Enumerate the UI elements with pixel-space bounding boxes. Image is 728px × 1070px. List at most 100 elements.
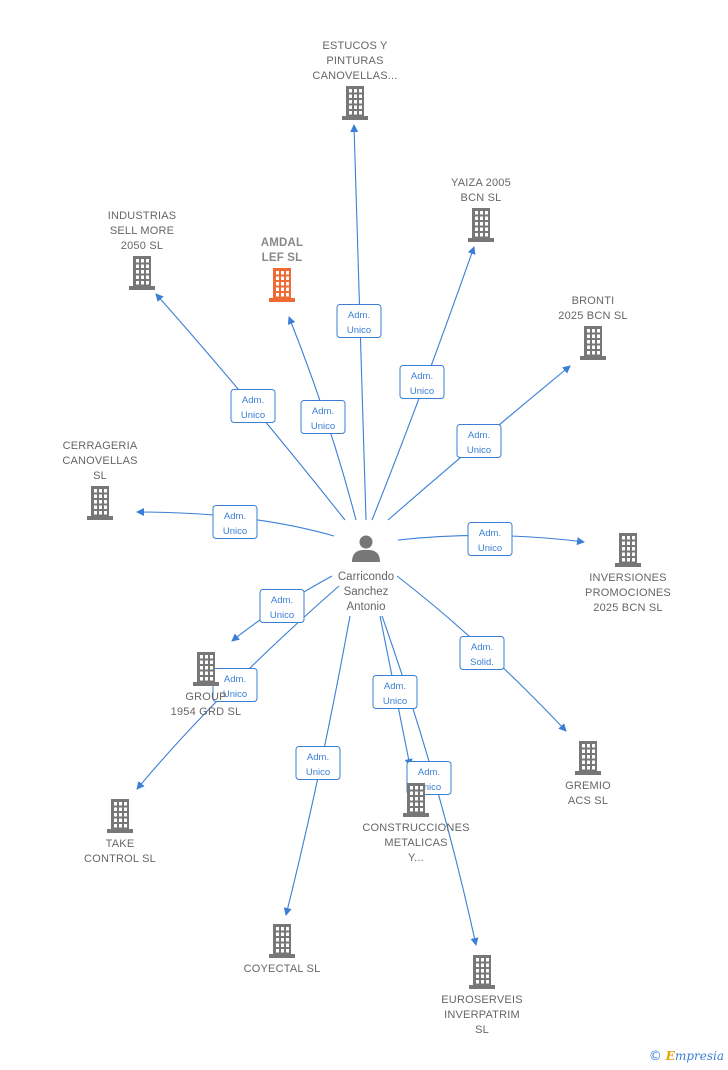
- building-icon: [469, 955, 495, 989]
- badge-text: Adm.: [348, 310, 370, 321]
- company-label: CANOVELLAS...: [312, 70, 397, 82]
- company-node-construcciones[interactable]: CONSTRUCCIONES METALICAS Y...: [362, 783, 469, 864]
- company-label: GREMIO: [565, 780, 611, 792]
- person-icon: [352, 535, 380, 562]
- company-label: 2025 BCN SL: [593, 602, 662, 614]
- company-label: CONSTRUCCIONES: [362, 822, 469, 834]
- building-icon: [129, 256, 155, 290]
- role-badge-group[interactable]: Adm. Unico: [259, 589, 305, 623]
- badge-text: Unico: [241, 410, 265, 421]
- role-badge-amdal[interactable]: Adm. Unico: [300, 400, 346, 434]
- badge-text: Adm.: [471, 642, 493, 653]
- badge-text: Unico: [347, 325, 371, 336]
- company-label: METALICAS: [384, 837, 447, 849]
- badge-text: Unico: [417, 782, 441, 793]
- badge-box: [467, 522, 513, 556]
- copyright-symbol: ©: [648, 1049, 662, 1064]
- company-label: TAKE: [106, 838, 135, 850]
- role-badge-yaiza[interactable]: Adm. Unico: [399, 365, 445, 399]
- company-label: CERRAGERIA: [63, 440, 138, 452]
- badge-text: Unico: [311, 421, 335, 432]
- role-badge-construcciones[interactable]: Adm.Unico: [372, 675, 418, 709]
- empresia-logo: ©Empresia: [649, 1049, 724, 1064]
- edges-layer: [136, 124, 585, 946]
- badge-text: Adm.: [468, 430, 490, 441]
- role-badge-coyectal[interactable]: Adm. Unico: [295, 746, 341, 780]
- badge-text: Unico: [410, 386, 434, 397]
- building-icon: [580, 326, 606, 360]
- role-badge-estucos[interactable]: Adm. Unico: [336, 304, 382, 338]
- company-label: COYECTAL SL: [244, 963, 321, 975]
- role-badge-gremio[interactable]: Adm. Solid.: [459, 636, 505, 670]
- badge-text: Unico: [306, 767, 330, 778]
- badge-box: [212, 505, 258, 539]
- company-node-coyectal[interactable]: COYECTAL SL: [244, 924, 321, 975]
- person-label: Sanchez: [344, 586, 389, 598]
- badge-text: Unico: [270, 610, 294, 621]
- company-label: ACS SL: [568, 795, 608, 807]
- building-icon: [87, 486, 113, 520]
- company-node-bronti[interactable]: BRONTI 2025 BCN SL: [558, 295, 628, 360]
- company-label: PINTURAS: [326, 55, 383, 67]
- brand-initial: E: [665, 1049, 675, 1063]
- building-icon: [468, 208, 494, 242]
- badge-text: Unico: [383, 696, 407, 707]
- badge-text: Unico: [223, 689, 247, 700]
- company-node-gremio[interactable]: GREMIO ACS SL: [565, 741, 611, 807]
- badge-text: Adm.: [271, 595, 293, 606]
- role-badge-cerrageria[interactable]: Adm.Unico: [212, 505, 258, 539]
- badge-text: Adm.: [224, 674, 246, 685]
- edge-estucos: [350, 124, 367, 521]
- company-label: INVERPATRIM: [444, 1009, 520, 1021]
- role-badge-bronti[interactable]: Adm. Unico: [456, 424, 502, 458]
- role-badge-industrias[interactable]: Adm. Unico: [230, 389, 276, 423]
- company-label: AMDAL: [261, 237, 304, 249]
- person-label: Carricondo: [338, 571, 394, 583]
- badge-box: [459, 636, 505, 670]
- company-label: INDUSTRIAS: [108, 210, 177, 222]
- badge-text: Adm.: [418, 767, 440, 778]
- building-icon: [107, 799, 133, 833]
- company-label: Y...: [408, 852, 424, 864]
- company-label: CANOVELLAS: [62, 455, 137, 467]
- company-label: 2025 BCN SL: [558, 310, 627, 322]
- badge-box: [259, 589, 305, 623]
- badge-text: Unico: [467, 445, 491, 456]
- badge-box: [300, 400, 346, 434]
- badge-text: Solid.: [470, 657, 494, 668]
- company-node-estucos[interactable]: ESTUCOS YPINTURASCANOVELLAS...: [312, 40, 397, 120]
- badge-box: [456, 424, 502, 458]
- building-icon: [403, 783, 429, 817]
- building-icon: [193, 652, 219, 686]
- badge-text: Adm.: [242, 395, 264, 406]
- building-icon: [615, 533, 641, 567]
- badge-text: Adm.: [224, 511, 246, 522]
- company-label: BRONTI: [572, 295, 615, 307]
- role-badge-take[interactable]: Adm. Unico: [212, 668, 258, 702]
- company-label: SELL MORE: [110, 225, 174, 237]
- company-node-amdal[interactable]: AMDAL LEF SL: [261, 237, 304, 302]
- company-label: LEF SL: [262, 252, 303, 264]
- company-label: EUROSERVEIS: [441, 994, 522, 1006]
- brand-name: mpresia: [674, 1049, 724, 1063]
- company-label: 1954 GRD SL: [171, 706, 242, 718]
- role-badge-inversiones[interactable]: Adm.Unico: [467, 522, 513, 556]
- badge-text: Adm.: [307, 752, 329, 763]
- badge-box: [295, 746, 341, 780]
- company-label: PROMOCIONES: [585, 587, 671, 599]
- badge-box: [336, 304, 382, 338]
- badge-text: Adm.: [312, 406, 334, 417]
- badge-box: [399, 365, 445, 399]
- company-label: BCN SL: [461, 192, 502, 204]
- badge-text: Adm.: [411, 371, 433, 382]
